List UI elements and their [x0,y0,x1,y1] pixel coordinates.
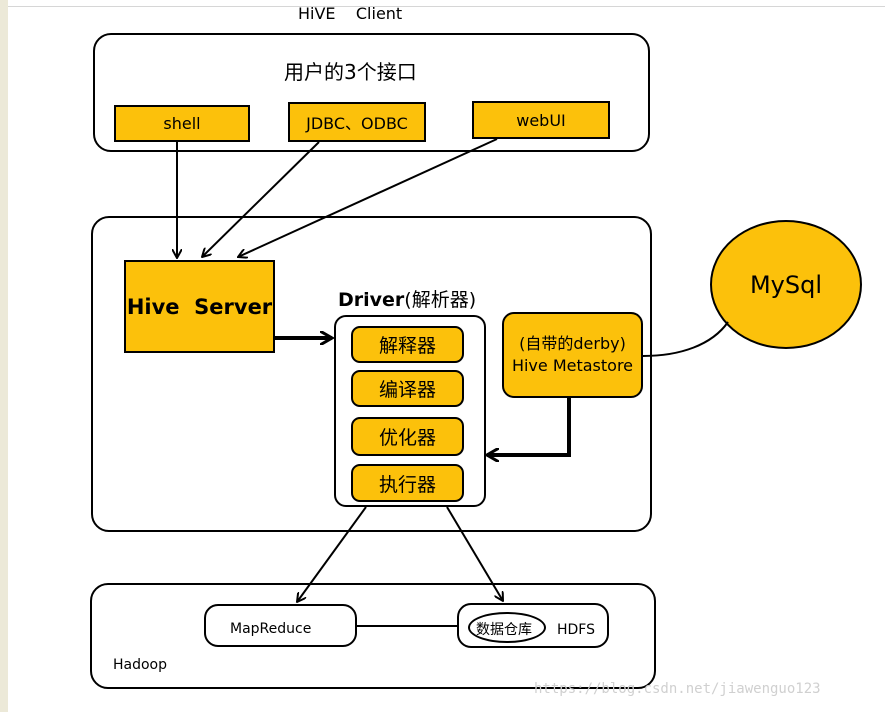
interpreter-label: 解释器 [378,335,436,357]
hive-server-box: Hive Server [124,260,275,353]
mapreduce-node [204,604,357,647]
data-warehouse-ellipse [468,612,546,643]
client-title: HiVE Client [298,4,403,23]
driver-component-optimizer: 优化器 [351,417,464,456]
driver-title-bold: Driver [338,289,405,311]
metastore-line1: (自带的derby) [519,334,626,353]
mysql-node: MySql [710,220,862,349]
hdfs-label: HDFS [557,622,596,638]
optimizer-label: 优化器 [378,427,436,449]
hive-server-label: Hive Server [126,294,273,319]
data-warehouse-label: 数据仓库 [476,622,532,638]
webui-interface-box: webUI [472,101,610,139]
mapreduce-label: MapReduce [230,621,312,637]
metastore-to-mysql-line [642,321,729,357]
metastore-line2: Hive Metastore [511,356,634,375]
driver-title-paren: (解析器) [404,289,477,311]
hadoop-label: Hadoop [113,657,168,673]
jdbc-odbc-label: JDBC、ODBC [306,114,408,133]
driver-to-hdfs-arrow [446,506,503,601]
shell-interface-box: shell [114,105,250,142]
webui-to-server-arrow [238,138,498,257]
compiler-label: 编译器 [378,379,436,401]
webui-label: webUI [516,110,566,130]
shell-label: shell [163,114,201,133]
mysql-label: MySql [749,270,823,299]
top-divider [8,0,885,7]
driver-component-compiler: 编译器 [351,370,464,407]
client-subtitle: 用户的3个接口 [284,60,417,84]
driver-component-executor: 执行器 [351,464,464,502]
driver-title: Driver(解析器) [338,285,476,312]
left-border-strip [0,0,8,712]
watermark-url: https://blog.csdn.net/jiawenguo123 [534,681,821,697]
hive-metastore-box: (自带的derby) Hive Metastore [502,312,643,398]
jdbc-odbc-interface-box: JDBC、ODBC [288,102,426,142]
driver-to-mapreduce-arrow [297,506,367,602]
driver-component-interpreter: 解释器 [351,326,464,363]
metastore-to-driver-arrow [487,398,571,455]
executor-label: 执行器 [378,473,436,496]
jdbc-to-server-arrow [202,141,320,257]
